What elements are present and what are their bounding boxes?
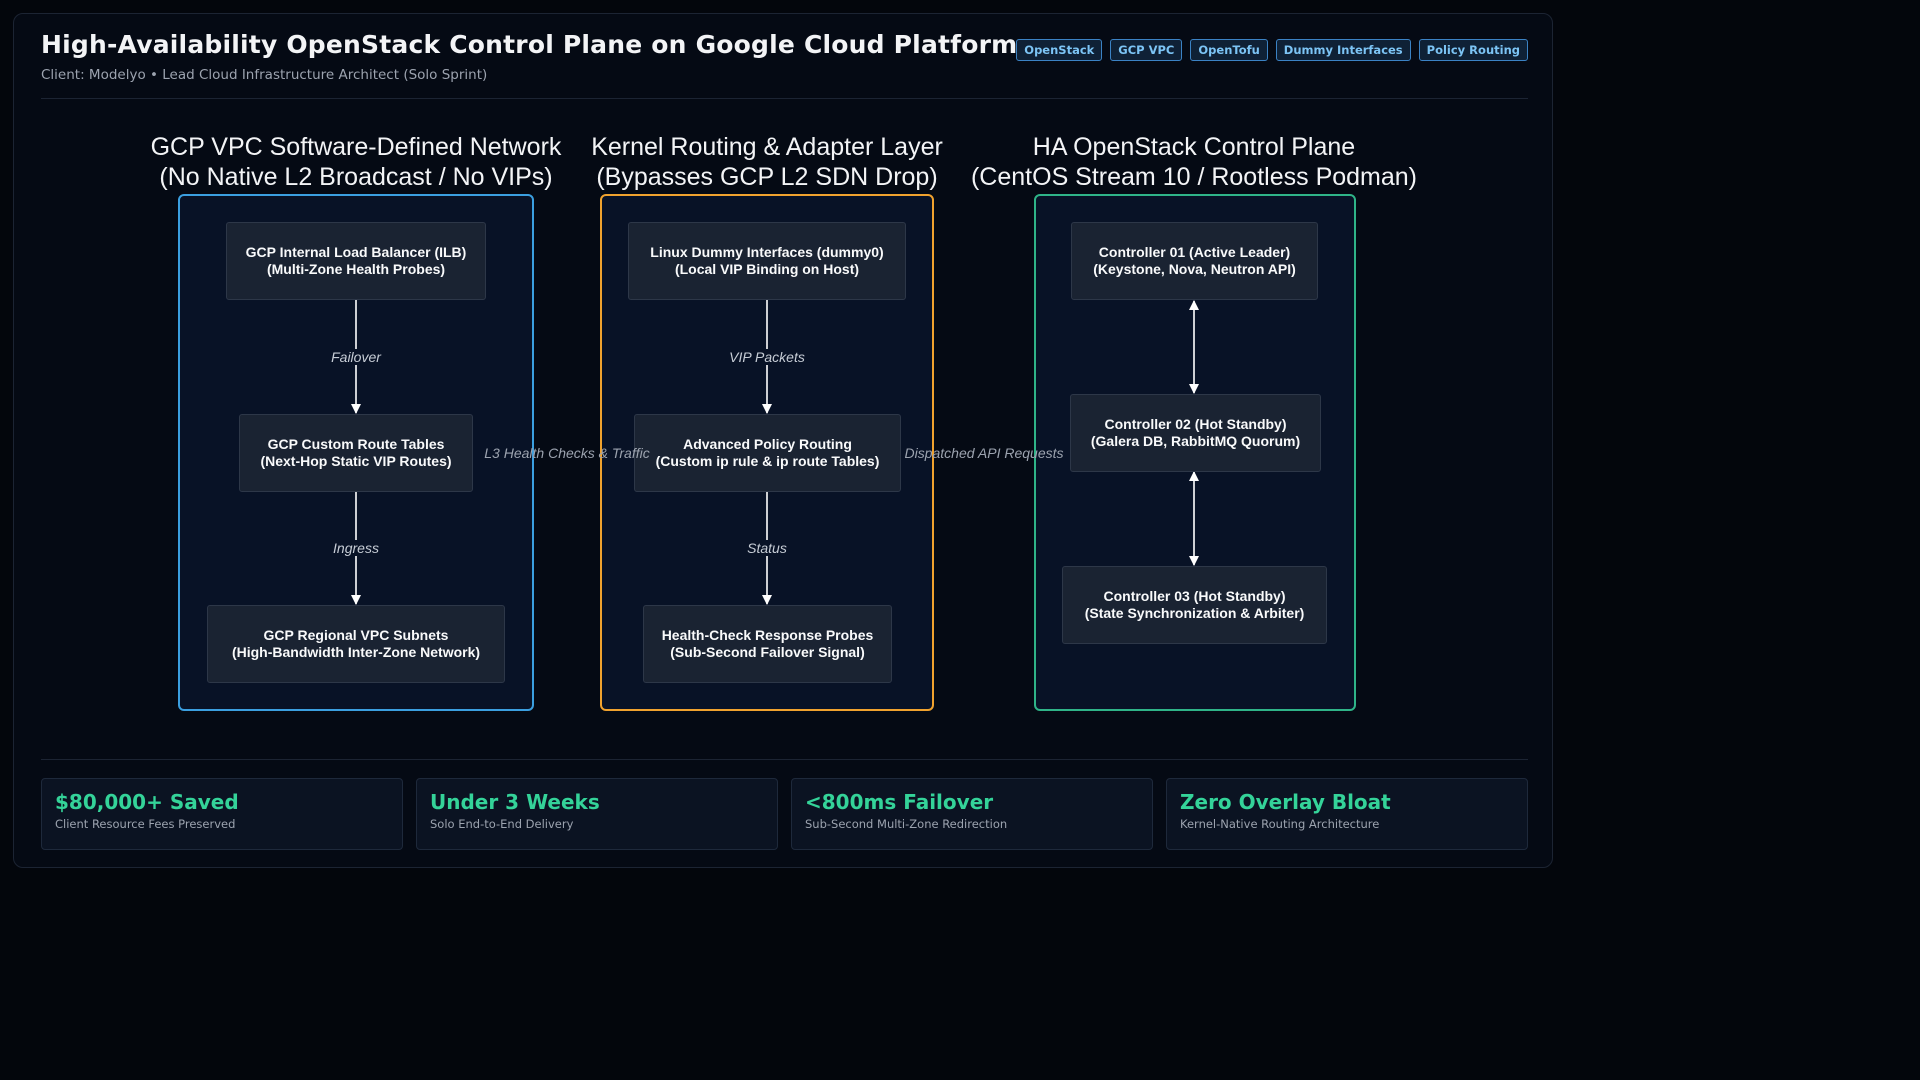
metric-label: Solo End-to-End Delivery [430,817,574,831]
tag-list: OpenStack GCP VPC OpenTofu Dummy Interfa… [1016,39,1528,61]
tag-opentofu: OpenTofu [1190,39,1268,61]
node-line1: GCP Custom Route Tables [267,436,445,452]
edge-label-failover: Failover [329,349,383,365]
node-line2: (High-Bandwidth Inter-Zone Network) [231,644,481,660]
tag-dummy-interfaces: Dummy Interfaces [1275,39,1411,61]
node-line1: Controller 02 (Hot Standby) [1104,416,1287,432]
metric-card-savings: $80,000+ Saved Client Resource Fees Pres… [41,778,403,850]
node-line1: Advanced Policy Routing [683,436,852,452]
node-line2: (State Synchronization & Arbiter) [1084,605,1305,621]
node-line1: GCP Regional VPC Subnets [263,627,449,643]
node-controller-03: Controller 03 (Hot Standby) (State Synch… [1062,566,1327,644]
edge-label-vip-packets: VIP Packets [727,349,807,365]
node-line1: Controller 01 (Active Leader) [1098,244,1291,260]
header-divider [41,98,1528,99]
node-line2: (Next-Hop Static VIP Routes) [260,453,452,469]
metric-label: Kernel-Native Routing Architecture [1180,817,1380,831]
metric-value: Zero Overlay Bloat [1180,790,1391,814]
node-controller-02: Controller 02 (Hot Standby) (Galera DB, … [1070,394,1321,472]
edge-label-l3-health-checks: L3 Health Checks & Traffic [484,445,650,461]
edge-label-ingress: Ingress [331,540,381,556]
node-gcp-route-tables: GCP Custom Route Tables (Next-Hop Static… [239,414,473,492]
routing-column-title: Kernel Routing & Adapter Layer (Bypasses… [517,132,1017,192]
node-dummy-interfaces: Linux Dummy Interfaces (dummy0) (Local V… [628,222,906,300]
node-line1: Linux Dummy Interfaces (dummy0) [650,244,884,260]
node-controller-01: Controller 01 (Active Leader) (Keystone,… [1071,222,1318,300]
network-column-title: GCP VPC Software-Defined Network (No Nat… [106,132,606,192]
metric-card-overlay: Zero Overlay Bloat Kernel-Native Routing… [1166,778,1528,850]
edge-label-status: Status [745,540,789,556]
tag-gcp-vpc: GCP VPC [1110,39,1183,61]
metric-value: <800ms Failover [805,790,994,814]
node-gcp-vpc-subnets: GCP Regional VPC Subnets (High-Bandwidth… [207,605,505,683]
node-line2: (Multi-Zone Health Probes) [266,261,446,277]
page-title: High-Availability OpenStack Control Plan… [41,30,1018,59]
tag-policy-routing: Policy Routing [1418,39,1528,61]
node-line2: (Sub-Second Failover Signal) [670,644,865,660]
control-title-line1: HA OpenStack Control Plane [1032,133,1356,161]
node-line2: (Galera DB, RabbitMQ Quorum) [1090,433,1301,449]
metric-card-delivery: Under 3 Weeks Solo End-to-End Delivery [416,778,778,850]
control-column-title: HA OpenStack Control Plane (CentOS Strea… [944,132,1444,192]
metric-card-failover: <800ms Failover Sub-Second Multi-Zone Re… [791,778,1153,850]
node-line2: (Local VIP Binding on Host) [674,261,860,277]
node-gcp-ilb: GCP Internal Load Balancer (ILB) (Multi-… [226,222,486,300]
node-policy-routing: Advanced Policy Routing (Custom ip rule … [634,414,901,492]
network-title-line2: (No Native L2 Broadcast / No VIPs) [159,163,553,191]
metric-value: Under 3 Weeks [430,790,600,814]
node-line1: Health-Check Response Probes [661,627,874,643]
page-subtitle: Client: Modelyo • Lead Cloud Infrastruct… [41,67,488,83]
node-health-probes: Health-Check Response Probes (Sub-Second… [643,605,892,683]
node-line1: Controller 03 (Hot Standby) [1103,588,1286,604]
metric-value: $80,000+ Saved [55,790,239,814]
network-title-line1: GCP VPC Software-Defined Network [150,133,562,161]
tag-openstack: OpenStack [1016,39,1103,61]
metric-label: Client Resource Fees Preserved [55,817,236,831]
routing-title-line2: (Bypasses GCP L2 SDN Drop) [596,163,938,191]
node-line1: GCP Internal Load Balancer (ILB) [245,244,467,260]
metric-label: Sub-Second Multi-Zone Redirection [805,817,1008,831]
footer-divider [41,759,1528,760]
control-title-line2: (CentOS Stream 10 / Rootless Podman) [970,163,1418,191]
node-line2: (Keystone, Nova, Neutron API) [1093,261,1296,277]
node-line2: (Custom ip rule & ip route Tables) [655,453,880,469]
routing-title-line1: Kernel Routing & Adapter Layer [591,133,943,161]
edge-label-dispatched-api: Dispatched API Requests [904,445,1064,461]
